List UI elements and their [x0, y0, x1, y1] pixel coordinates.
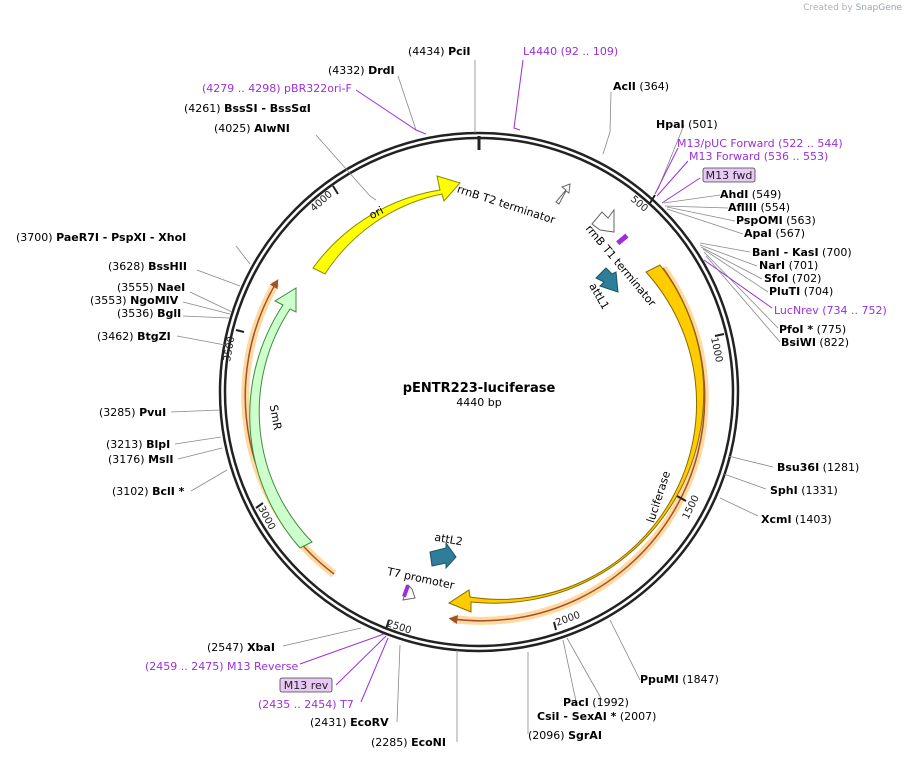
primer-label-3[interactable]: M13 Forward (536 .. 553): [689, 150, 828, 163]
site-label-33[interactable]: PluTI (704): [769, 285, 833, 298]
site-label-25[interactable]: HpaI (501): [656, 118, 718, 131]
m13-fwd-box[interactable]: [702, 167, 756, 183]
primer-label-5[interactable]: (2459 .. 2475) M13 Reverse: [145, 660, 298, 673]
ori-label: ori: [367, 204, 386, 222]
m13rev-mark: [402, 584, 410, 598]
site-label-26[interactable]: AhdI (549): [720, 188, 781, 201]
site-label-18[interactable]: CsiI - SexAI * (2007): [537, 710, 656, 723]
primer-label-4[interactable]: LucNrev (734 .. 752): [774, 304, 887, 317]
site-label-4[interactable]: (3700) PaeR7I - PspXI - XhoI: [16, 231, 186, 244]
site-label-27[interactable]: AflIII (554): [728, 201, 790, 214]
site-label-9[interactable]: (3462) BtgZI: [97, 330, 171, 343]
site-label-11[interactable]: (3213) BlpI: [106, 438, 170, 451]
site-label-8[interactable]: (3536) BglI: [117, 307, 181, 320]
credit-brand: SnapGene: [855, 3, 902, 13]
primer-label-6[interactable]: (2435 .. 2454) T7: [258, 698, 354, 711]
site-label-32[interactable]: SfoI (702): [764, 272, 821, 285]
attl1-icon[interactable]: [595, 267, 619, 293]
t7-promoter-label: T7 promoter: [385, 565, 456, 592]
site-label-1[interactable]: (4332) DrdI: [328, 64, 395, 77]
smr-label: SmR: [267, 404, 284, 432]
primer-label-1[interactable]: (4279 .. 4298) pBR322ori-F: [202, 82, 352, 95]
attl2-label: attL2: [433, 531, 463, 549]
plasmid-length: 4440 bp: [456, 396, 501, 409]
site-label-13[interactable]: (3102) BclI *: [112, 485, 185, 498]
site-label-19[interactable]: PacI (1992): [563, 696, 629, 709]
backbone-outer: [218, 131, 740, 653]
site-label-22[interactable]: SphI (1331): [770, 484, 838, 497]
site-label-20[interactable]: PpuMI (1847): [640, 673, 719, 686]
site-label-21[interactable]: XcmI (1403): [761, 513, 832, 526]
site-label-14[interactable]: (2547) XbaI: [207, 641, 275, 654]
site-label-16[interactable]: (2285) EcoNI: [371, 736, 446, 749]
luciferase-orf-line: [448, 267, 706, 625]
site-label-34[interactable]: PfoI * (775): [779, 323, 846, 336]
rrnb-t2-terminator-icon[interactable]: [555, 183, 571, 205]
attl2-icon[interactable]: [429, 541, 457, 570]
luciferase-orf-glow: [452, 265, 709, 625]
site-label-2[interactable]: (4261) BssSI - BssSαI: [184, 102, 311, 115]
site-label-29[interactable]: ApaI (567): [744, 227, 805, 240]
smr-feature[interactable]: [249, 287, 313, 549]
tick-3500: 3500: [222, 336, 237, 363]
site-label-30[interactable]: BanI - KasI (700): [752, 246, 852, 259]
site-label-3[interactable]: (4025) AlwNI: [214, 122, 290, 135]
credit-prefix: Created by: [803, 3, 853, 13]
site-label-7[interactable]: (3553) NgoMIV: [90, 294, 179, 307]
site-label-0[interactable]: (4434) PciI: [408, 45, 471, 58]
rrnb-t1-terminator-icon[interactable]: [591, 208, 615, 233]
snapgene-credit: Created by SnapGene: [803, 3, 902, 13]
site-label-24[interactable]: AclI (364): [613, 80, 669, 93]
site-label-15[interactable]: (2431) EcoRV: [310, 716, 389, 729]
ori-feature[interactable]: [312, 175, 461, 275]
m13-fwd-label: M13 fwd: [706, 169, 753, 182]
plasmid-name: pENTR223-luciferase: [403, 381, 556, 396]
primer-label-0[interactable]: L4440 (92 .. 109): [523, 45, 618, 58]
site-label-35[interactable]: BsiWI (822): [781, 336, 849, 349]
tick-1000: 1000: [708, 336, 724, 363]
site-label-5[interactable]: (3628) BssHII: [108, 260, 187, 273]
site-label-17[interactable]: (2096) SgrAI: [528, 729, 602, 742]
rrnb-t2-label: rrnB T2 terminator: [455, 183, 557, 227]
site-label-31[interactable]: NarI (701): [759, 259, 818, 272]
lucnrev-mark: [616, 233, 629, 246]
site-label-12[interactable]: (3176) MslI: [108, 453, 173, 466]
site-label-10[interactable]: (3285) PvuI: [99, 406, 166, 419]
site-label-28[interactable]: PspOMI (563): [736, 214, 816, 227]
m13-rev-label: M13 rev: [284, 679, 329, 692]
site-label-23[interactable]: Bsu36I (1281): [777, 461, 859, 474]
m13-rev-box[interactable]: [279, 677, 333, 693]
primer-label-2[interactable]: M13/pUC Forward (522 .. 544): [677, 137, 843, 150]
site-label-6[interactable]: (3555) NaeI: [117, 281, 185, 294]
tick-500: 500: [628, 194, 650, 215]
luciferase-feature[interactable]: [447, 264, 705, 613]
